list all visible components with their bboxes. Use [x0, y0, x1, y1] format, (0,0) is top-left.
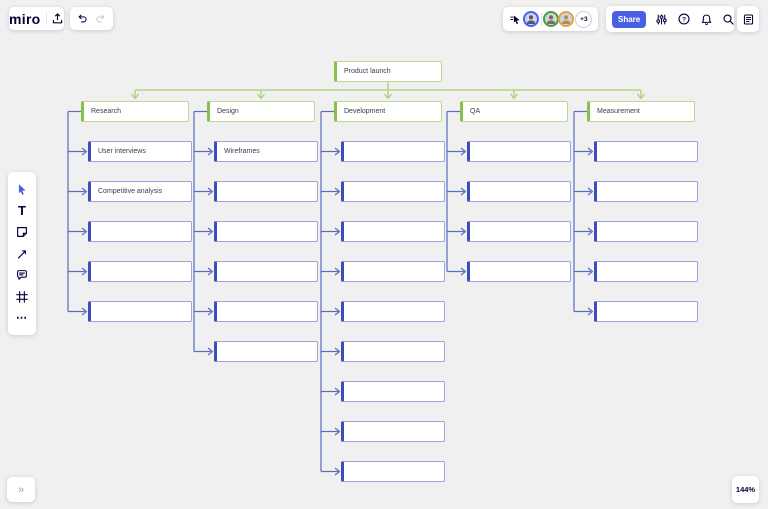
tree-node-development-row-3[interactable]	[341, 221, 445, 242]
search-icon[interactable]	[722, 13, 735, 26]
tree-node-design-row-2[interactable]	[214, 181, 318, 202]
comment-tool-icon[interactable]	[13, 266, 31, 284]
node-label: Product launch	[344, 68, 391, 75]
history-card	[70, 7, 113, 30]
tree-node-development-row-5[interactable]	[341, 301, 445, 322]
logo-card: miro	[9, 7, 64, 30]
tree-header-research[interactable]: Research	[81, 101, 189, 122]
upload-icon[interactable]	[51, 12, 64, 25]
collaborators-card: +3	[503, 7, 598, 31]
tree-node-research-competitive-analysis[interactable]: Competitive analysis	[88, 181, 192, 202]
zoom-level-value: 144%	[735, 485, 756, 494]
tree-root-product-launch[interactable]: Product launch	[334, 61, 442, 82]
tree-node-qa-row-1[interactable]	[467, 141, 571, 162]
avatar-collaborator-1[interactable]	[523, 11, 540, 27]
tree-node-design-row-3[interactable]	[214, 221, 318, 242]
tree-node-qa-row-4[interactable]	[467, 261, 571, 282]
undo-icon[interactable]	[76, 12, 89, 25]
help-icon[interactable]: ?	[677, 12, 691, 26]
node-label: QA	[470, 108, 481, 115]
tree-header-measurement[interactable]: Measurement	[587, 101, 695, 122]
tree-node-design-row-4[interactable]	[214, 261, 318, 282]
tree-node-development-row-8[interactable]	[341, 421, 445, 442]
tree-header-development[interactable]: Development	[334, 101, 442, 122]
select-tool-icon[interactable]	[13, 180, 31, 198]
collapse-panel-button[interactable]: »	[7, 477, 35, 502]
more-tools-icon[interactable]: ⋯	[16, 312, 28, 324]
tree-node-development-row-6[interactable]	[341, 341, 445, 362]
actions-card: Share ?	[606, 6, 734, 32]
node-label: User interviews	[98, 148, 146, 155]
tree-node-development-row-7[interactable]	[341, 381, 445, 402]
node-label: Development	[344, 108, 386, 115]
follow-cursor-icon[interactable]	[509, 13, 522, 26]
overflow-avatars-badge[interactable]: +3	[575, 10, 593, 28]
text-tool-icon[interactable]: T	[18, 203, 26, 218]
node-label: Measurement	[597, 108, 640, 115]
tree-node-measurement-row-5[interactable]	[594, 301, 698, 322]
redo-icon[interactable]	[94, 12, 107, 25]
tree-node-research-row-3[interactable]	[88, 221, 192, 242]
tree-node-development-row-1[interactable]	[341, 141, 445, 162]
arrow-tool-icon[interactable]	[13, 245, 31, 263]
tree-header-design[interactable]: Design	[207, 101, 315, 122]
tree-node-design-wireframes[interactable]: Wireframes	[214, 141, 318, 162]
tree-node-qa-row-3[interactable]	[467, 221, 571, 242]
tree-node-research-row-5[interactable]	[88, 301, 192, 322]
tree-node-development-row-9[interactable]	[341, 461, 445, 482]
tree-node-design-row-5[interactable]	[214, 301, 318, 322]
node-label: Research	[91, 108, 121, 115]
share-button[interactable]: Share	[612, 10, 647, 28]
tree-node-development-row-4[interactable]	[341, 261, 445, 282]
svg-text:?: ?	[682, 16, 686, 23]
tree-node-research-user-interviews[interactable]: User interviews	[88, 141, 192, 162]
avatar-collaborator-2[interactable]	[543, 11, 560, 27]
divider	[540, 12, 542, 26]
tree-node-measurement-row-4[interactable]	[594, 261, 698, 282]
miro-logo[interactable]: miro	[9, 10, 41, 27]
node-label: Design	[217, 108, 239, 115]
node-label: Competitive analysis	[98, 188, 163, 195]
avatar-collaborator-3[interactable]	[557, 11, 574, 27]
notes-icon[interactable]	[742, 13, 755, 26]
tool-palette: T ⋯	[8, 172, 36, 335]
node-label: Wireframes	[224, 148, 260, 155]
tree-node-measurement-row-2[interactable]	[594, 181, 698, 202]
tree-node-qa-row-2[interactable]	[467, 181, 571, 202]
tree-header-qa[interactable]: QA	[460, 101, 568, 122]
frame-tool-icon[interactable]	[13, 288, 31, 306]
tree-node-design-row-6[interactable]	[214, 341, 318, 362]
tree-node-research-row-4[interactable]	[88, 261, 192, 282]
notes-card	[737, 6, 759, 32]
sticky-note-tool-icon[interactable]	[13, 223, 31, 241]
zoom-level-button[interactable]: 144%	[732, 476, 759, 503]
settings-sliders-icon[interactable]	[655, 13, 668, 26]
tree-node-measurement-row-1[interactable]	[594, 141, 698, 162]
tree-node-development-row-2[interactable]	[341, 181, 445, 202]
notifications-icon[interactable]	[700, 13, 713, 26]
tree-node-measurement-row-3[interactable]	[594, 221, 698, 242]
